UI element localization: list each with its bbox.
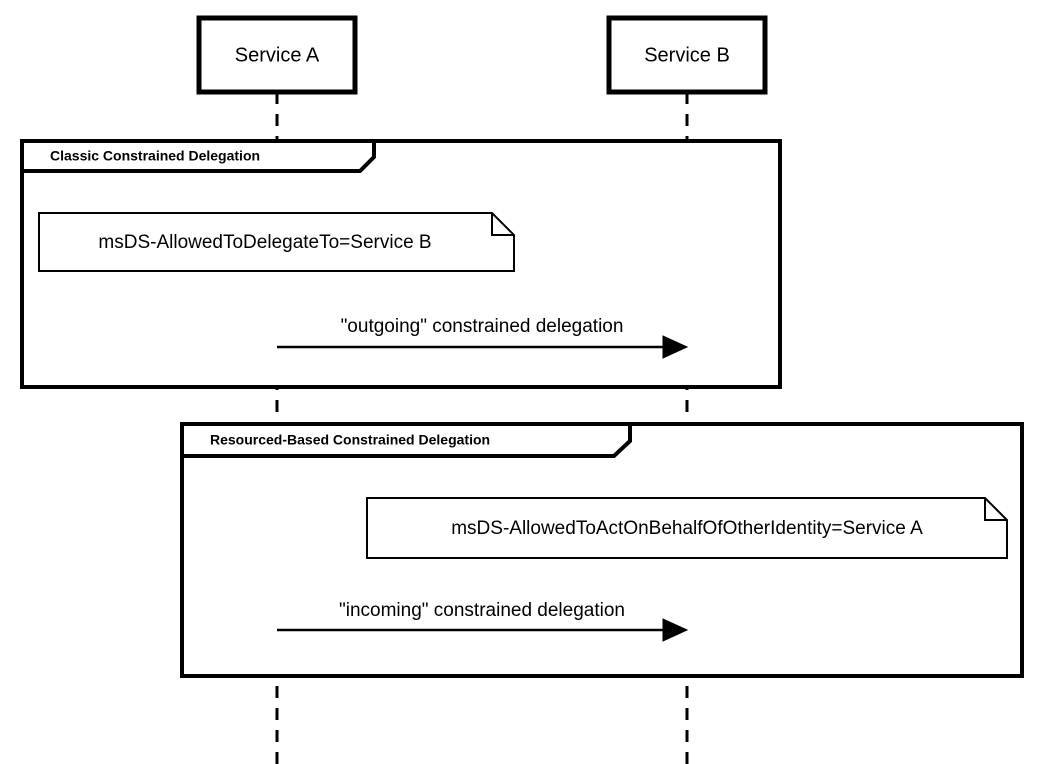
note-fold-corner-1 <box>491 213 514 236</box>
note-body-1 <box>38 212 515 272</box>
lifeline-head-label-service-b: Service B <box>644 44 730 66</box>
note-fold-corner-2 <box>984 498 1007 521</box>
lifeline-head-label-service-a: Service A <box>235 44 320 66</box>
message-label-incoming: "incoming" constrained delegation <box>339 600 625 621</box>
message-arrowhead-incoming <box>662 618 689 642</box>
fragment-tab-rbcd <box>180 422 632 458</box>
fragment-label-classic: Classic Constrained Delegation <box>50 148 260 164</box>
note-text-2: msDS-AllowedToActOnBehalfOfOtherIdentity… <box>451 518 923 539</box>
fragment-tab-classic <box>20 139 376 173</box>
message-arrowhead-outgoing <box>662 335 689 359</box>
lifeline-head-box-service-a <box>196 15 358 95</box>
note-msds-allowed-to-act-on-behalf-of-other-identity[interactable]: msDS-AllowedToActOnBehalfOfOtherIdentity… <box>366 497 1008 559</box>
fragment-label-rbcd: Resourced-Based Constrained Delegation <box>210 432 490 448</box>
message-outgoing-constrained-delegation[interactable]: "outgoing" constrained delegation <box>277 316 689 359</box>
lifeline-head-box-service-b <box>606 15 768 95</box>
lifeline-head-service-a[interactable]: Service A <box>196 15 358 95</box>
note-text-1: msDS-AllowedToDelegateTo=Service B <box>98 232 431 253</box>
lifeline-head-service-b[interactable]: Service B <box>606 15 768 95</box>
note-msds-allowed-to-delegate-to[interactable]: msDS-AllowedToDelegateTo=Service B <box>38 212 515 272</box>
note-body-2 <box>366 497 1008 559</box>
message-label-outgoing: "outgoing" constrained delegation <box>341 316 624 337</box>
message-incoming-constrained-delegation[interactable]: "incoming" constrained delegation <box>277 600 689 642</box>
